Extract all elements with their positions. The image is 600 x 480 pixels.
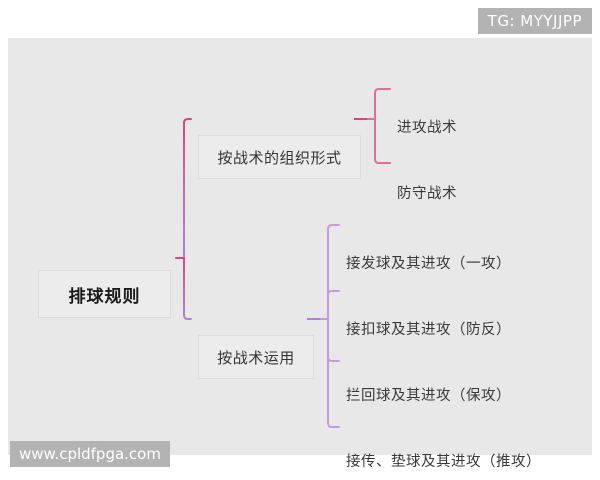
mindmap-root-node[interactable]: 排球规则 [38, 270, 171, 318]
edge-branch-2-leaf-1 [320, 224, 340, 320]
edge-root-to-branch-1 [175, 118, 192, 259]
mindmap-leaf-pass-dig-attack[interactable]: 接传、垫球及其进攻（推攻） [346, 453, 541, 470]
edge-branch-2-leaf-3 [320, 318, 340, 362]
mindmap-leaf-spike-reception-attack[interactable]: 接扣球及其进攻（防反） [346, 321, 511, 338]
edge-branch-2-leaf-2 [320, 290, 340, 320]
mindmap-branch-node-organization-form[interactable]: 按战术的组织形式 [198, 135, 361, 179]
mindmap-leaf-defensive-tactics[interactable]: 防守战术 [397, 185, 457, 202]
edge-root-to-branch-2 [175, 257, 192, 320]
site-watermark-badge: www.cpldfpga.com [10, 441, 170, 467]
edge-branch-1-leaf-2 [367, 118, 391, 164]
tg-watermark-badge: TG: MYYJJPP [477, 8, 592, 34]
edge-branch-2-leaf-4 [320, 318, 340, 428]
mindmap-canvas: 排球规则 按战术的组织形式 按战术运用 进攻战术 防守战术 接发球及其进攻（一攻… [8, 38, 592, 470]
mindmap-leaf-serve-reception-attack[interactable]: 接发球及其进攻（一攻） [346, 255, 511, 272]
edge-branch-1-leaf-1 [367, 88, 391, 120]
mindmap-connector-lines [163, 88, 391, 428]
mindmap-branch-node-tactical-application[interactable]: 按战术运用 [198, 335, 314, 379]
mindmap-leaf-offensive-tactics[interactable]: 进攻战术 [397, 119, 457, 136]
mindmap-leaf-block-rebound-attack[interactable]: 拦回球及其进攻（保攻） [346, 387, 511, 404]
